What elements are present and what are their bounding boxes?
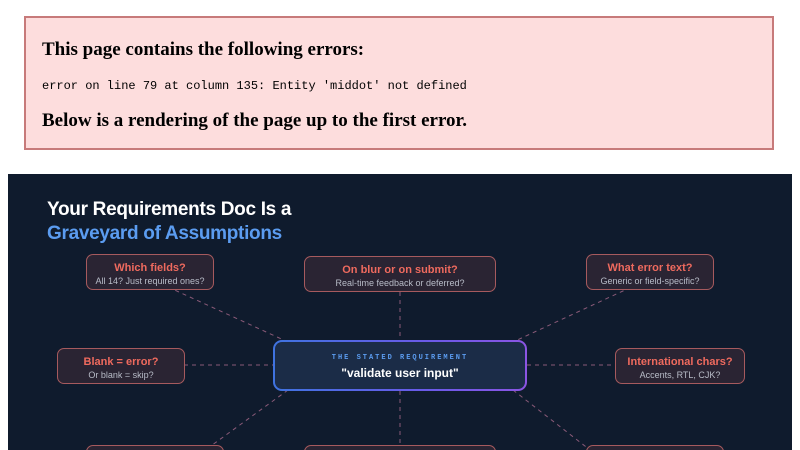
node-bottom-left-partial bbox=[86, 445, 224, 450]
stated-requirement-text: "validate user input" bbox=[341, 366, 459, 380]
connector-bottom-right bbox=[512, 389, 591, 450]
xml-error-banner: This page contains the following errors:… bbox=[24, 16, 774, 150]
error-message: error on line 79 at column 135: Entity '… bbox=[42, 79, 467, 93]
diagram-title-line2: Graveyard of Assumptions bbox=[47, 223, 282, 244]
node-detail: Or blank = skip? bbox=[88, 370, 154, 380]
connector-error-text bbox=[512, 283, 639, 343]
node-bottom-right-partial bbox=[586, 445, 724, 450]
node-detail: Generic or field-specific? bbox=[600, 276, 700, 286]
error-heading: This page contains the following errors: bbox=[42, 39, 365, 60]
stated-requirement-label: THE STATED REQUIREMENT bbox=[331, 354, 469, 362]
error-footer: Below is a rendering of the page up to t… bbox=[42, 110, 467, 131]
node-intl-chars: International chars? Accents, RTL, CJK? bbox=[615, 348, 745, 384]
connector-which-fields bbox=[167, 286, 289, 343]
node-question: International chars? bbox=[627, 356, 733, 368]
node-question: What error text? bbox=[607, 262, 693, 274]
node-question: On blur or on submit? bbox=[342, 264, 458, 276]
node-question: Which fields? bbox=[114, 262, 186, 274]
node-detail: All 14? Just required ones? bbox=[95, 276, 205, 286]
node-error-text: What error text? Generic or field-specif… bbox=[586, 254, 714, 290]
node-which-fields: Which fields? All 14? Just required ones… bbox=[86, 254, 214, 290]
node-blur-submit: On blur or on submit? Real-time feedback… bbox=[304, 256, 496, 292]
diagram-title-line1: Your Requirements Doc Is a bbox=[47, 199, 292, 220]
connector-bottom-left bbox=[204, 389, 289, 450]
assumptions-diagram: Your Requirements Doc Is a Graveyard of … bbox=[8, 174, 792, 450]
stated-requirement-box: THE STATED REQUIREMENT "validate user in… bbox=[273, 340, 527, 391]
node-bottom-center-partial bbox=[304, 445, 496, 450]
node-blank-error: Blank = error? Or blank = skip? bbox=[57, 348, 185, 384]
node-detail: Real-time feedback or deferred? bbox=[335, 278, 465, 288]
connector-lines bbox=[167, 283, 639, 450]
node-detail: Accents, RTL, CJK? bbox=[639, 370, 721, 380]
node-question: Blank = error? bbox=[83, 356, 159, 368]
